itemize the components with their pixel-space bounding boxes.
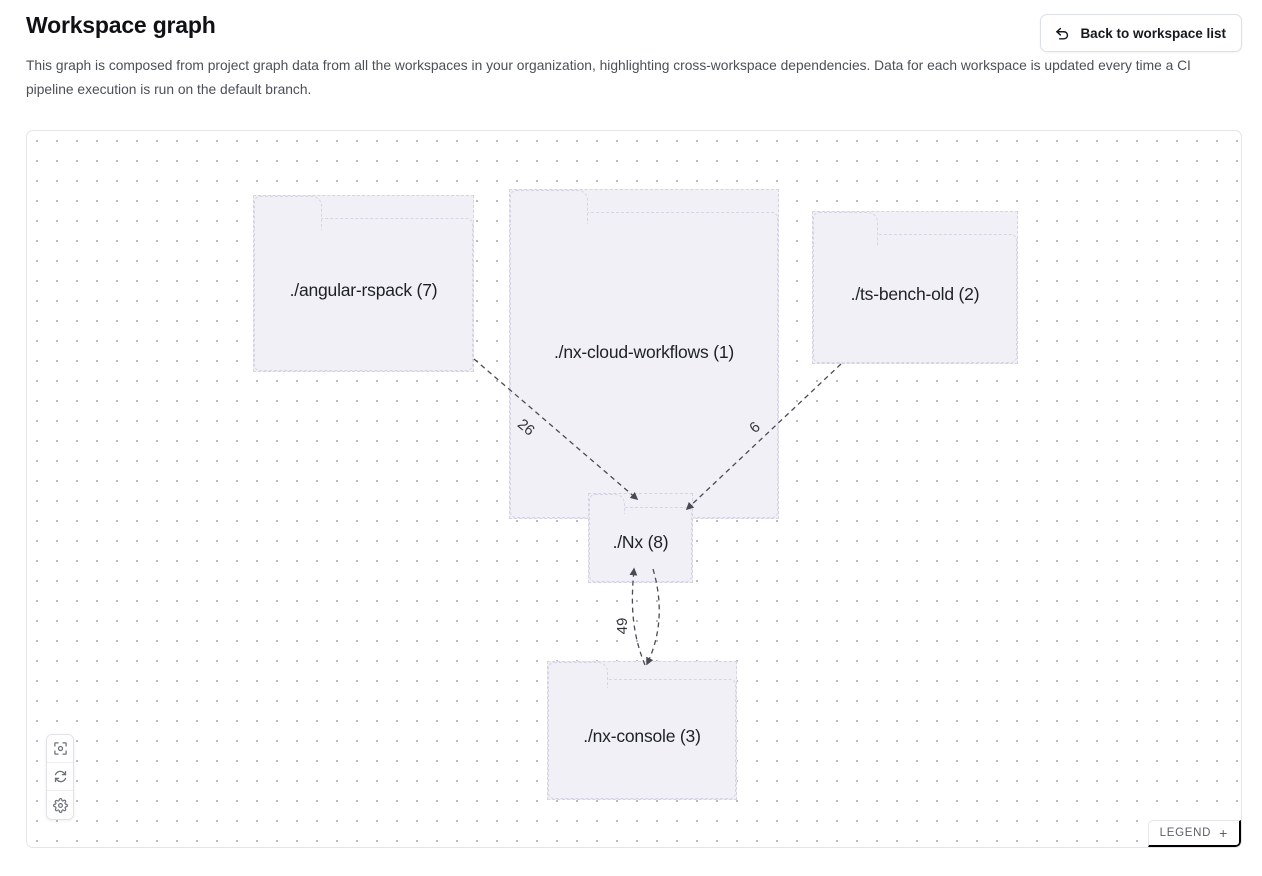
legend-toggle-button[interactable]: LEGEND + <box>1147 820 1241 847</box>
folder-tab-icon <box>254 196 322 230</box>
plus-icon: + <box>1219 825 1228 841</box>
back-button-label: Back to workspace list <box>1080 25 1226 41</box>
graph-edge-nx-to-nx-console <box>646 568 660 666</box>
page-description: This graph is composed from project grap… <box>26 58 1191 97</box>
folder-tab-icon <box>589 494 625 514</box>
page-header: Workspace graph Back to workspace list <box>26 8 1242 52</box>
folder-tab-icon <box>548 662 608 688</box>
folder-body <box>254 218 473 371</box>
edge-label: 49 <box>614 618 631 635</box>
folder-body <box>589 507 692 582</box>
back-to-workspace-list-button[interactable]: Back to workspace list <box>1040 14 1242 52</box>
graph-node-nx-console[interactable]: ./nx-console (3) <box>547 661 737 800</box>
graph-node-nx-cloud-workflows[interactable]: ./nx-cloud-workflows (1) <box>509 189 779 519</box>
legend-label: LEGEND <box>1159 827 1212 839</box>
folder-tab-icon <box>510 190 588 224</box>
gear-icon <box>52 797 68 813</box>
refresh-graph-button[interactable] <box>47 763 73 791</box>
focus-graph-button[interactable] <box>47 735 73 763</box>
back-arrow-icon <box>1054 25 1071 42</box>
graph-settings-button[interactable] <box>47 791 73 819</box>
folder-body <box>548 679 736 799</box>
page-title: Workspace graph <box>26 12 216 38</box>
graph-node-angular-rspack[interactable]: ./angular-rspack (7) <box>253 195 474 372</box>
folder-body <box>510 212 778 518</box>
graph-controls <box>46 734 74 820</box>
refresh-arrows-icon <box>53 769 68 784</box>
focus-target-icon <box>53 741 68 756</box>
folder-body <box>813 234 1017 363</box>
folder-tab-icon <box>813 212 878 246</box>
graph-node-ts-bench-old[interactable]: ./ts-bench-old (2) <box>812 211 1018 364</box>
graph-edge-nx-console-to-nx: 49 <box>614 567 646 666</box>
graph-node-nx[interactable]: ./Nx (8) <box>588 493 693 583</box>
graph-canvas[interactable]: ./angular-rspack (7) ./nx-cloud-workflow… <box>26 130 1242 848</box>
